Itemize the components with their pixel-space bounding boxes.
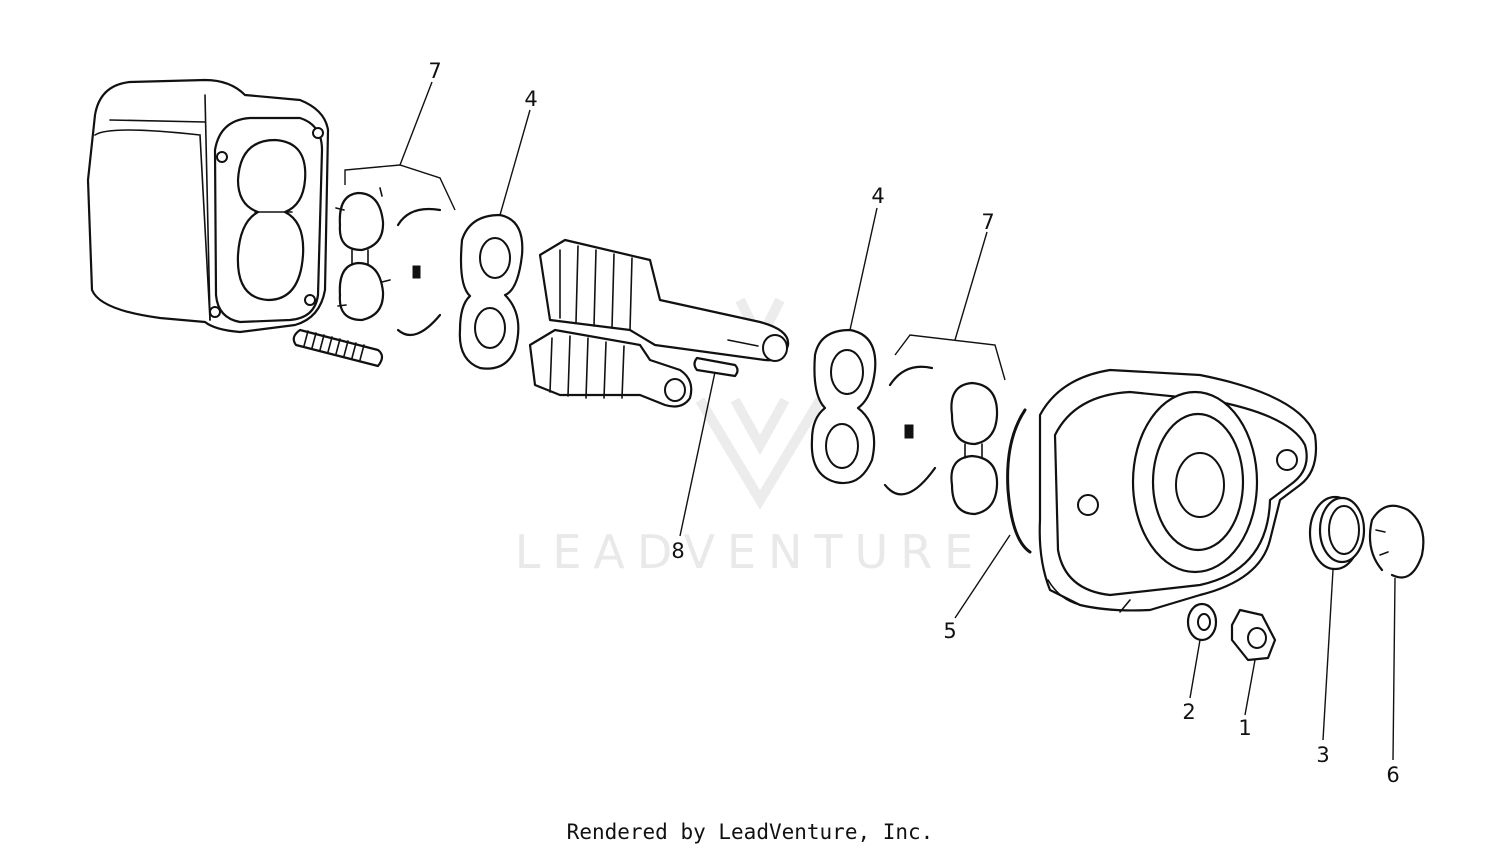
wear-plate-right xyxy=(810,328,877,485)
seal-kit-left xyxy=(335,164,456,337)
washer xyxy=(1186,602,1218,642)
watermark-text: LEADVENTURE xyxy=(515,525,986,579)
callout-8: 8 xyxy=(671,539,684,563)
callout-4-left: 4 xyxy=(524,87,537,111)
callout-7-right: 7 xyxy=(981,210,994,234)
callout-7-left: 7 xyxy=(428,59,441,83)
seal-kit-right xyxy=(883,334,1006,516)
o-ring xyxy=(1006,408,1032,554)
callout-6: 6 xyxy=(1386,763,1399,787)
callout-leaders xyxy=(399,81,1396,761)
threaded-stud xyxy=(292,328,384,368)
pump-body-right xyxy=(1038,368,1318,613)
callout-1: 1 xyxy=(1238,716,1251,740)
retaining-ring xyxy=(1368,504,1425,579)
shaft-key xyxy=(693,356,739,378)
callout-4-right: 4 xyxy=(871,184,884,208)
drive-gear-shaft xyxy=(538,238,790,362)
render-credit: Rendered by LeadVenture, Inc. xyxy=(566,820,934,844)
callout-2: 2 xyxy=(1182,700,1195,724)
driven-gear-shaft xyxy=(528,328,693,408)
hex-nut xyxy=(1230,608,1277,662)
callout-5: 5 xyxy=(943,619,956,643)
pump-body-left xyxy=(86,78,330,334)
callout-3: 3 xyxy=(1316,743,1329,767)
wear-plate-left xyxy=(458,213,524,370)
shaft-seal xyxy=(1308,495,1366,571)
